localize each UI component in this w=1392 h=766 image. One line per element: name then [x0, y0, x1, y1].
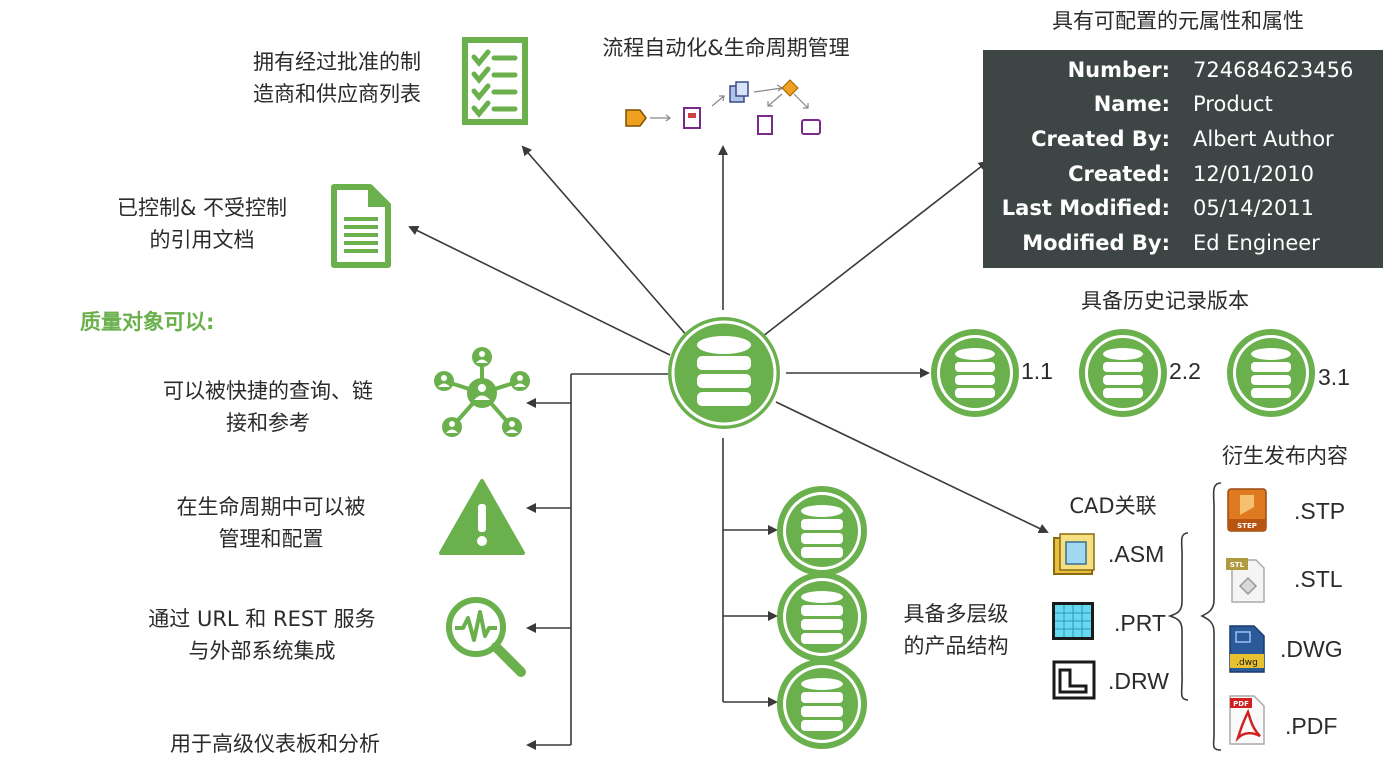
multilevel-structure-label: 具备多层级 的产品结构	[886, 598, 1026, 662]
child-database-icon	[777, 572, 867, 662]
checklist-icon	[462, 37, 528, 125]
central-database-hub	[668, 317, 780, 429]
approved-list-label: 拥有经过批准的制 造商和供应商列表	[222, 46, 452, 110]
derived-file-extension: .PDF	[1285, 713, 1338, 739]
metadata-key: Created By:	[1031, 127, 1170, 151]
svg-text:PDF: PDF	[1233, 700, 1249, 708]
history-versions-label: 具备历史记录版本	[1081, 289, 1249, 313]
version-database-icon	[1227, 329, 1315, 417]
derived-content-label: 衍生发布内容	[1222, 444, 1348, 468]
metadata-panel	[983, 50, 1383, 268]
version-number: 2.2	[1169, 358, 1201, 384]
svg-text:STEP: STEP	[1237, 522, 1257, 530]
metadata-row-created: Created: 12/01/2010	[983, 162, 1383, 196]
derived-file-extension: .DWG	[1280, 636, 1343, 662]
multilevel-line-1: 具备多层级	[903, 602, 1009, 626]
metadata-row-last-modified: Last Modified: 05/14/2011	[983, 196, 1383, 230]
query-link-label: 可以被快捷的查询、链 接和参考	[130, 375, 406, 439]
database-icon	[697, 336, 751, 406]
metadata-key: Number:	[1067, 58, 1170, 82]
integration-line-1: 通过 URL 和 REST 服务	[148, 607, 376, 631]
metadata-value: 05/14/2011	[1193, 196, 1315, 220]
quality-objects-heading: 质量对象可以:	[80, 310, 215, 334]
assembly-file-icon	[1053, 533, 1095, 575]
metadata-row-modified-by: Modified By: Ed Engineer	[983, 231, 1383, 265]
workflow-label: 流程自动化&生命周期管理	[602, 36, 850, 60]
multilevel-line-2: 的产品结构	[903, 634, 1009, 658]
cad-file-extension: .PRT	[1114, 610, 1166, 636]
metadata-value: Albert Author	[1193, 127, 1334, 151]
metadata-row-created-by: Created By: Albert Author	[983, 127, 1383, 161]
approved-list-line-2: 造商和供应商列表	[253, 82, 421, 106]
integration-label: 通过 URL 和 REST 服务 与外部系统集成	[124, 603, 400, 667]
step-file-icon: STEP	[1227, 488, 1267, 532]
pdf-file-icon: PDF	[1229, 695, 1265, 745]
metadata-key: Name:	[1093, 92, 1170, 116]
child-database-icon	[777, 486, 867, 576]
metadata-value: 724684623456	[1193, 58, 1354, 82]
drawing-file-icon	[1052, 660, 1096, 700]
version-number: 3.1	[1318, 364, 1350, 390]
network-icon	[434, 347, 530, 437]
metadata-row-number: Number: 724684623456	[983, 58, 1383, 92]
version-database-icon	[1079, 329, 1167, 417]
document-icon	[331, 184, 391, 268]
version-database-icon	[931, 329, 1019, 417]
derived-file-extension: .STP	[1294, 498, 1346, 524]
child-database-icon	[777, 659, 867, 749]
metadata-value: Product	[1193, 92, 1273, 116]
metadata-key: Last Modified:	[1001, 196, 1170, 220]
metadata-key: Modified By:	[1022, 231, 1170, 255]
stl-file-icon: STL	[1226, 558, 1265, 603]
controlled-docs-label: 已控制& 不受控制 的引用文档	[88, 192, 316, 256]
controlled-docs-line-1: 已控制& 不受控制	[116, 196, 288, 220]
svg-text:.dwg: .dwg	[1236, 658, 1258, 668]
query-link-line-2: 接和参考	[226, 411, 310, 435]
warning-icon	[439, 479, 525, 555]
approved-list-line-1: 拥有经过批准的制	[253, 50, 421, 74]
metadata-value: 12/01/2010	[1193, 162, 1315, 186]
query-link-line-1: 可以被快捷的查询、链	[163, 379, 373, 403]
metadata-value: Ed Engineer	[1193, 231, 1320, 255]
lifecycle-config-line-2: 管理和配置	[218, 527, 324, 551]
svg-text:STL: STL	[1230, 561, 1245, 569]
configurable-attributes-label: 具有可配置的元属性和属性	[1052, 9, 1304, 33]
version-number: 1.1	[1021, 358, 1053, 384]
cad-file-extension: .DRW	[1108, 668, 1169, 694]
metadata-row-name: Name: Product	[983, 92, 1383, 126]
lifecycle-config-label: 在生命周期中可以被 管理和配置	[140, 491, 402, 555]
lifecycle-config-line-1: 在生命周期中可以被	[176, 495, 366, 519]
cad-association-label: CAD关联	[1069, 494, 1157, 518]
dwg-file-icon: .dwg	[1229, 625, 1265, 673]
part-file-icon	[1052, 602, 1094, 640]
waveform-search-icon	[446, 597, 526, 677]
derived-file-extension: .STL	[1294, 566, 1343, 592]
metadata-key: Created:	[1068, 162, 1170, 186]
dashboard-label: 用于高级仪表板和分析	[170, 732, 380, 756]
workflow-diagram-icon	[625, 79, 821, 135]
controlled-docs-line-2: 的引用文档	[149, 228, 255, 252]
cad-file-extension: .ASM	[1108, 541, 1165, 567]
integration-line-2: 与外部系统集成	[188, 639, 336, 663]
